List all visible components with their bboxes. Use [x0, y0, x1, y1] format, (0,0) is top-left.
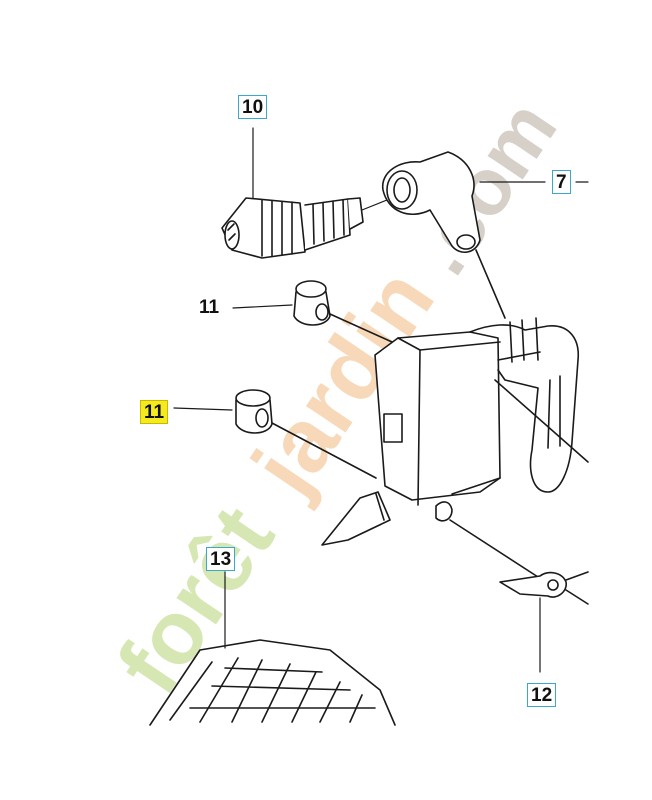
ignition-coil-part — [321, 317, 589, 546]
clip-part — [449, 519, 589, 673]
callout-10[interactable]: 10 — [238, 95, 268, 119]
watermark-foret: forêt — [99, 489, 294, 711]
spark-plug-boot-part — [382, 151, 589, 319]
flywheel-part — [149, 571, 396, 726]
grommet-upper-part — [232, 280, 393, 343]
callout-12[interactable]: 12 — [527, 683, 557, 707]
callout-7[interactable]: 7 — [552, 170, 571, 194]
callout-13[interactable]: 13 — [206, 547, 236, 571]
callout-11-highlighted[interactable]: 11 — [140, 400, 169, 424]
spark-plug-part — [221, 127, 393, 259]
grommet-lower-part — [173, 389, 377, 479]
callout-11-upper[interactable]: 11 — [199, 297, 220, 318]
watermark: forêt jardin .com — [99, 85, 574, 711]
